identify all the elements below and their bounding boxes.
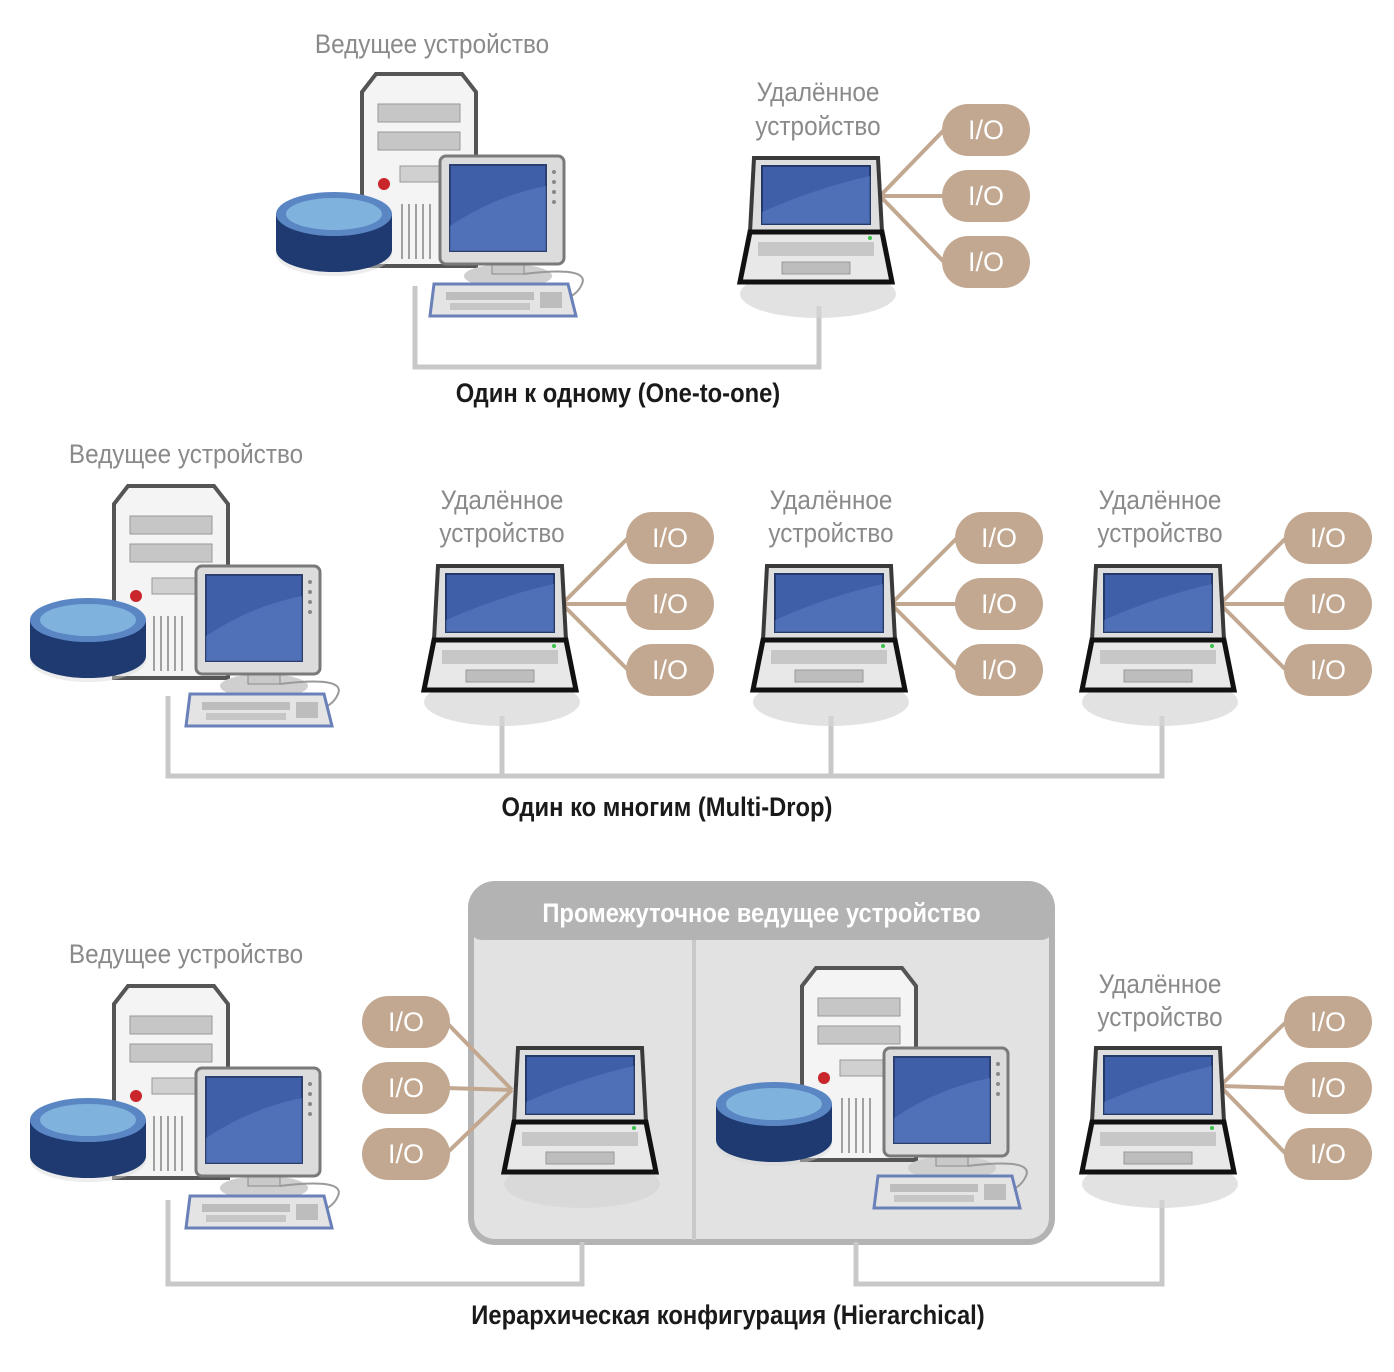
io-badge: I/O	[362, 996, 450, 1048]
remote-label-line1: Удалённое	[756, 77, 880, 107]
remote-label-line2: устройство	[768, 518, 894, 548]
laptop-icon	[1082, 566, 1238, 726]
section-hierarchical	[30, 881, 1288, 1287]
database-icon	[30, 598, 146, 682]
section-one-to-one	[276, 72, 946, 370]
io-badge: I/O	[626, 644, 714, 696]
laptop-icon	[1082, 1048, 1238, 1208]
remote-label-line2: устройство	[1097, 518, 1223, 548]
topology-title: Иерархическая конфигурация (Hierarchical…	[471, 1300, 985, 1330]
io-badge: I/O	[942, 236, 1030, 288]
io-links	[560, 536, 1288, 672]
io-badge: I/O	[942, 104, 1030, 156]
section-multi-drop	[30, 484, 1288, 779]
remote-label-line1: Удалённое	[769, 485, 893, 515]
io-badge: I/O	[955, 578, 1043, 630]
bus-wire-lower	[853, 1200, 1165, 1287]
io-badge: I/O	[362, 1062, 450, 1114]
topology-title: Один к одному (One-to-one)	[455, 378, 781, 408]
io-badge: I/O	[1284, 1062, 1372, 1114]
io-badge: I/O	[626, 512, 714, 564]
remote-label-line2: устройство	[439, 518, 565, 548]
database-icon	[276, 192, 392, 276]
io-badge: I/O	[626, 578, 714, 630]
monitor-icon	[184, 564, 341, 728]
laptop-icon	[753, 566, 909, 726]
bus-wire	[412, 286, 822, 370]
laptop-icon	[504, 1048, 660, 1208]
monitor-icon	[428, 154, 585, 318]
io-badge: I/O	[955, 512, 1043, 564]
io-badge: I/O	[1284, 578, 1372, 630]
io-badge: I/O	[1284, 644, 1372, 696]
remote-label-line2: устройство	[1097, 1002, 1223, 1032]
io-badge: I/O	[942, 170, 1030, 222]
io-badge: I/O	[1284, 996, 1372, 1048]
io-badge: I/O	[362, 1128, 450, 1180]
io-links	[444, 1020, 1288, 1156]
intermediate-master-label: Промежуточное ведущее устройство	[542, 898, 981, 928]
topology-title: Один ко многим (Multi-Drop)	[501, 792, 833, 822]
remote-label-line1: Удалённое	[1098, 485, 1222, 515]
bus-wire-upper	[165, 1200, 585, 1287]
database-icon	[716, 1082, 832, 1166]
io-badge: I/O	[1284, 1128, 1372, 1180]
master-label: Ведущее устройство	[68, 439, 304, 469]
remote-label-line1: Удалённое	[1098, 969, 1222, 999]
io-badge: I/O	[955, 644, 1043, 696]
monitor-icon	[872, 1046, 1029, 1210]
monitor-icon	[184, 1066, 341, 1230]
intermediate-header-bar	[471, 884, 1052, 940]
remote-label-line2: устройство	[755, 111, 881, 141]
io-links	[878, 128, 946, 264]
remote-label-line1: Удалённое	[440, 485, 564, 515]
laptop-icon	[424, 566, 580, 726]
io-badge: I/O	[1284, 512, 1372, 564]
master-label: Ведущее устройство	[314, 29, 550, 59]
database-icon	[30, 1098, 146, 1182]
laptop-icon	[740, 158, 896, 318]
master-label: Ведущее устройство	[68, 939, 304, 969]
